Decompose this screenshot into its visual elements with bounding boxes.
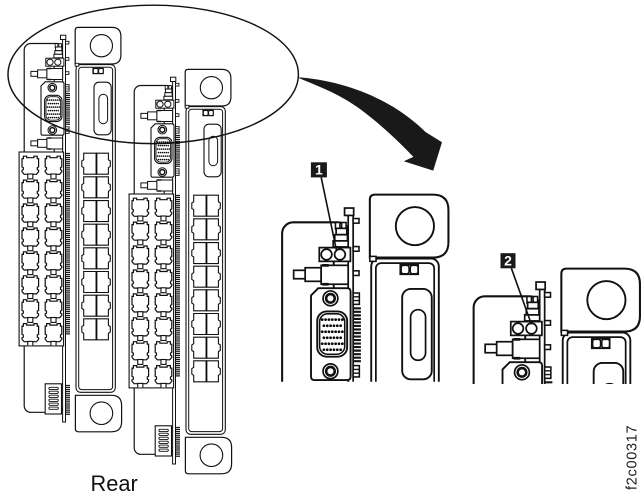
- svg-text:1: 1: [315, 161, 323, 177]
- svg-text:Rear: Rear: [91, 471, 138, 493]
- svg-text:2: 2: [504, 252, 512, 268]
- svg-text:f2c00317: f2c00317: [625, 425, 641, 490]
